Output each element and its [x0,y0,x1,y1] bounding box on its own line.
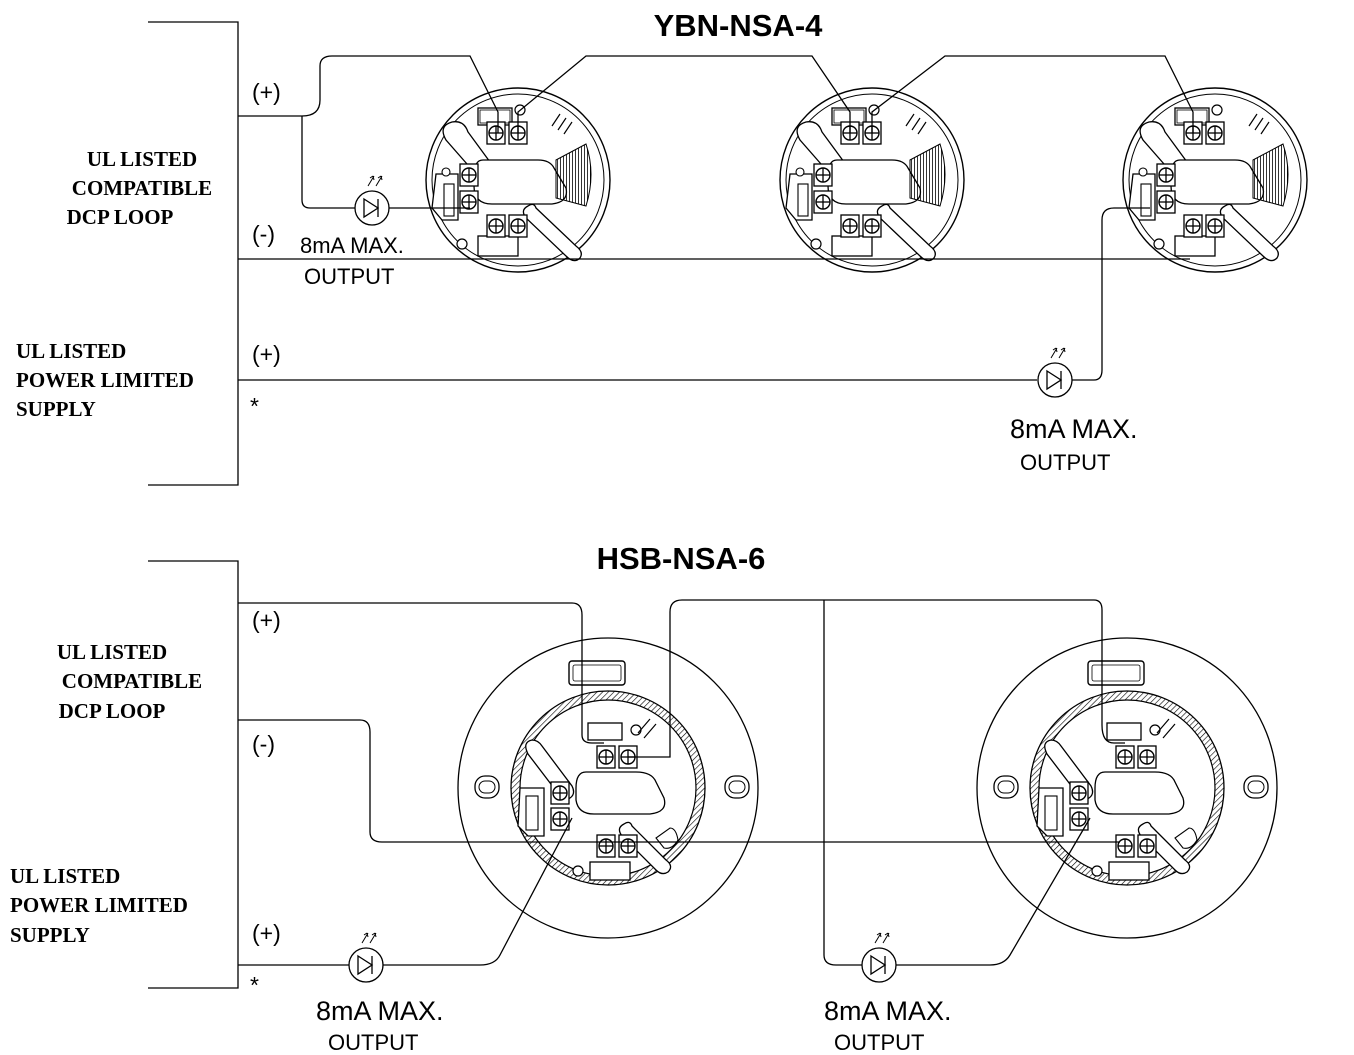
asterisk-2: * [250,972,259,998]
loop-positive: (+) [252,79,281,105]
supply-label-2-line1: UL LISTED [10,864,120,888]
asterisk: * [250,393,259,419]
wire-led-to-base-3 [1072,207,1150,381]
wire-positive-jumper-3 [628,599,1125,758]
loop-negative: (-) [252,221,275,247]
led-output-2 [1037,347,1073,398]
panel-bracket [148,21,239,486]
diagram-hsb-nsa-6: HSB-NSA-6 UL LISTED COMPATIBLE DCP LOOP … [10,541,1277,1055]
diagram-ybn-nsa-4: YBN-NSA-4 UL LISTED COMPATIBLE DCP LOOP … [16,8,1307,486]
wire-loop-negative-2 [238,719,1120,843]
led-output-1 [354,175,390,226]
diagram-title-2: HSB-NSA-6 [597,541,766,576]
supply-label-line2: POWER LIMITED [16,368,194,392]
output-4-line2: OUTPUT [834,1030,924,1055]
led-output-4 [861,932,897,983]
wire-loop-positive-2 [238,602,604,744]
wire-loop-positive [238,55,499,133]
wire-positive-jumper-2 [871,55,1194,133]
diagram-title: YBN-NSA-4 [654,8,824,43]
output-2-line2: OUTPUT [1020,450,1110,475]
output-4-line1: 8mA MAX. [824,996,952,1026]
detector-base-5 [977,638,1277,938]
output-1-line1: 8mA MAX. [300,233,404,258]
wire-led-to-base-5 [896,817,1091,966]
loop-label-2-line2: COMPATIBLE [62,669,202,693]
supply-label-2-line3: SUPPLY [10,923,90,947]
wire-led-branch-2 [823,600,862,966]
wire-led-branch-1 [301,116,355,209]
loop-label-line1: UL LISTED [87,147,197,171]
supply-label-line3: SUPPLY [16,397,96,421]
wire-led-to-base-4 [383,817,573,966]
loop-negative-2: (-) [252,731,275,757]
detector-base-3 [1123,88,1307,272]
wire-positive-jumper-1 [517,55,851,133]
loop-positive-2: (+) [252,607,281,633]
output-1-line2: OUTPUT [304,264,394,289]
supply-label-2-line2: POWER LIMITED [10,893,188,917]
led-output-3 [348,932,384,983]
loop-label-2-line3: DCP LOOP [59,699,166,723]
detector-base-4 [458,638,758,938]
output-2-line1: 8mA MAX. [1010,414,1138,444]
output-3-line1: 8mA MAX. [316,996,444,1026]
supply-positive-2: (+) [252,920,281,946]
supply-positive: (+) [252,341,281,367]
output-3-line2: OUTPUT [328,1030,418,1055]
loop-label-2-line1: UL LISTED [57,640,167,664]
panel-bracket-2 [148,560,239,989]
supply-label-line1: UL LISTED [16,339,126,363]
loop-label-line2: COMPATIBLE [72,176,212,200]
loop-label-line3: DCP LOOP [67,205,174,229]
